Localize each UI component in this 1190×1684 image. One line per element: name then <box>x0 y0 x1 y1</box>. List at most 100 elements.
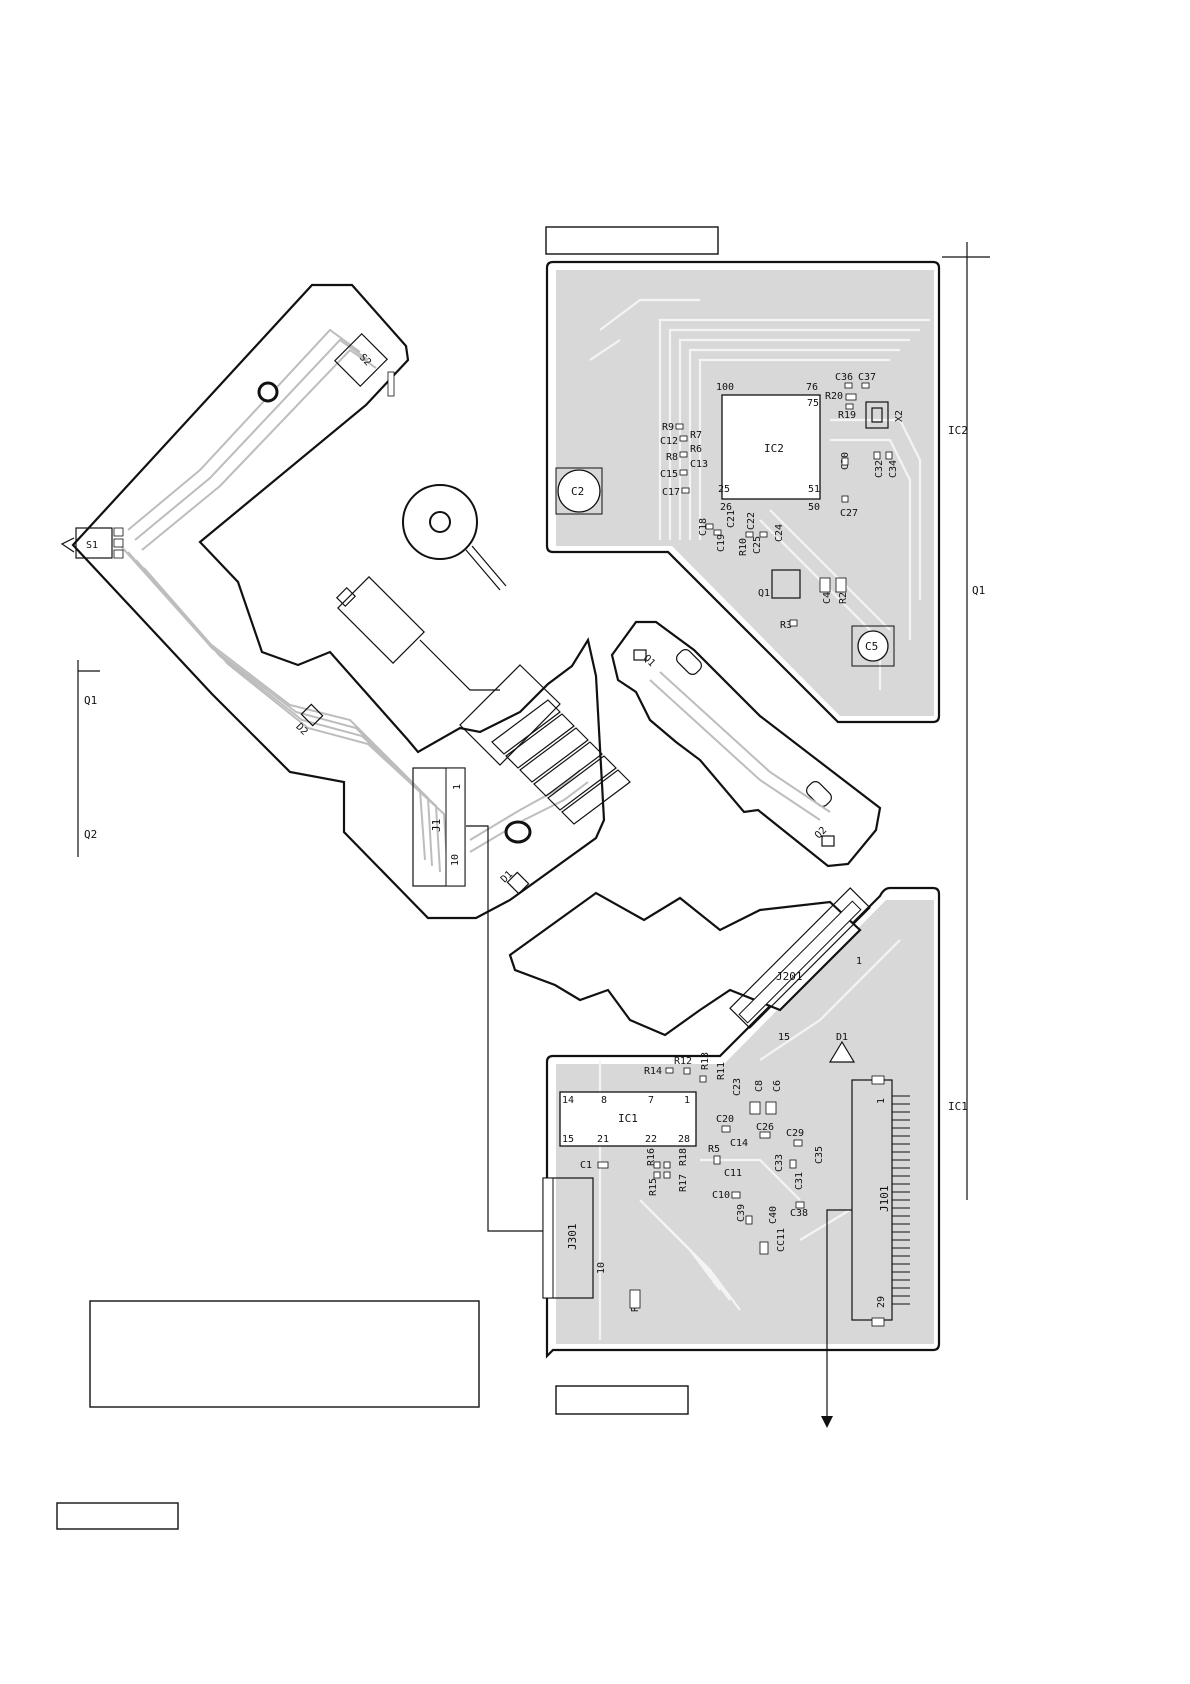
c25-label: C25 <box>752 536 763 554</box>
c40-label: C40 <box>768 1206 779 1224</box>
s1-label: S1 <box>86 540 98 551</box>
ic2-pin-25: 25 <box>718 484 730 495</box>
j101-pin-1: 1 <box>876 1098 887 1104</box>
left-ruler-q1: Q1 <box>84 694 97 707</box>
main-board: S2 S1 D2 J1 1 10 D1 <box>60 283 606 920</box>
c22-label: C22 <box>746 512 757 530</box>
c6-label: C6 <box>772 1080 783 1092</box>
c12-label: C12 <box>660 436 678 447</box>
r8-label: R8 <box>666 452 678 463</box>
r11-label: R11 <box>716 1062 727 1080</box>
j101-pin-29: 29 <box>876 1296 887 1308</box>
j301-connector: J301 10 <box>542 1177 607 1299</box>
ruler-label-ic2: IC2 <box>948 424 968 437</box>
j301-pin-10: 10 <box>596 1262 607 1274</box>
ic2-pin-75: 75 <box>807 398 819 409</box>
flex-cable <box>491 699 631 825</box>
c20-label: C20 <box>716 1114 734 1125</box>
ic2-label: IC2 <box>764 442 784 455</box>
j1-label: J1 <box>430 819 443 832</box>
r9-label: R9 <box>662 422 674 433</box>
r12-label: R12 <box>674 1056 692 1067</box>
upper-board: IC2 100 76 75 25 26 51 50 C2 C36 C37 R20… <box>545 260 941 724</box>
j101-pins <box>892 1095 910 1305</box>
c39-label: C39 <box>736 1204 747 1222</box>
c13-label: C13 <box>690 459 708 470</box>
c27-label: C27 <box>840 508 858 519</box>
c31-label: C31 <box>794 1172 805 1190</box>
c11-label: C11 <box>724 1168 742 1179</box>
mount-hole-center <box>504 820 532 844</box>
d1-label-lower: D1 <box>836 1032 848 1043</box>
c29-label: C29 <box>786 1128 804 1139</box>
ic1-label: IC1 <box>618 1112 638 1125</box>
left-ruler: Q1 Q2 <box>77 660 100 857</box>
r10-label: R10 <box>738 538 749 556</box>
left-ruler-q2: Q2 <box>84 828 97 841</box>
interconnect-wires <box>466 825 852 1428</box>
c36-label: C36 <box>835 372 853 383</box>
sensor-q1 <box>633 649 647 661</box>
motor-body <box>337 576 425 664</box>
ic2-pin-76: 76 <box>806 382 818 393</box>
c19-label: C19 <box>716 534 727 552</box>
r13-label: R13 <box>700 1052 711 1070</box>
r19-label: R19 <box>838 410 856 421</box>
c2-capacitor: C2 <box>555 467 603 515</box>
j201-pin-1: 1 <box>856 956 862 967</box>
c33-label: C33 <box>774 1154 785 1172</box>
r3-label: R3 <box>780 620 792 631</box>
x2-crystal <box>865 401 889 429</box>
c35-label: C35 <box>814 1146 825 1164</box>
c17-label: C17 <box>662 487 680 498</box>
c34-label: C34 <box>888 460 899 478</box>
q1-transistor: Q1 <box>758 569 801 599</box>
c4-label: C4 <box>822 592 833 604</box>
ic1-pin-7: 7 <box>648 1095 654 1106</box>
c15-label: C15 <box>660 469 678 480</box>
c10-label: C10 <box>712 1190 730 1201</box>
ic1-chip: IC1 14 8 7 1 15 21 22 28 <box>559 1091 697 1147</box>
c1-label: C1 <box>580 1160 592 1171</box>
lower-board: J201 1 15 D1 IC1 14 8 7 1 15 21 22 28 R1… <box>508 886 941 1359</box>
c8-label: C8 <box>754 1080 765 1092</box>
c5-label: C5 <box>865 640 878 653</box>
ic1-pin-1: 1 <box>684 1095 690 1106</box>
c14-label: C14 <box>730 1138 748 1149</box>
ic1-pin-14: 14 <box>562 1095 574 1106</box>
j1-connector: J1 1 10 <box>412 767 466 887</box>
r20-label: R20 <box>825 391 843 402</box>
ic2-pin-100: 100 <box>716 382 734 393</box>
j101-connector: J101 1 29 <box>851 1075 910 1327</box>
cc11-label: CC11 <box>776 1228 787 1252</box>
ic2-pin-51: 51 <box>808 484 820 495</box>
r16-label: R16 <box>646 1148 657 1166</box>
ic2-pin-50: 50 <box>808 502 820 513</box>
r6-label: R6 <box>690 444 702 455</box>
j1-pin-1: 1 <box>452 784 463 790</box>
ic1-pin-28: 28 <box>678 1134 690 1145</box>
lower-board-title-box <box>555 1385 689 1415</box>
ruler-label-ic1: IC1 <box>948 1100 968 1113</box>
c2-label: C2 <box>571 485 584 498</box>
upper-board-title-box <box>545 226 719 255</box>
r2-label: R2 <box>838 592 849 604</box>
j1-pin-10: 10 <box>450 854 461 866</box>
j201-label: J201 <box>776 970 803 983</box>
j301-label: J301 <box>566 1224 579 1251</box>
ic1-pin-15: 15 <box>562 1134 574 1145</box>
r7-label: R7 <box>690 430 702 441</box>
c23-label: C23 <box>732 1078 743 1096</box>
r17-label: R17 <box>678 1174 689 1192</box>
ic1-pin-21: 21 <box>597 1134 609 1145</box>
c18-label: C18 <box>698 518 709 536</box>
c24-label: C24 <box>774 524 785 542</box>
r5-label: R5 <box>708 1144 720 1155</box>
mount-hole-top <box>257 381 279 403</box>
side-ruler: IC2 Q1 IC1 <box>942 242 990 1200</box>
c38-label: C38 <box>790 1208 808 1219</box>
note-box <box>89 1300 480 1408</box>
c5-capacitor: C5 <box>851 625 895 667</box>
sensor-board: Q1 Q2 <box>610 620 882 868</box>
ic1-pin-22: 22 <box>645 1134 657 1145</box>
